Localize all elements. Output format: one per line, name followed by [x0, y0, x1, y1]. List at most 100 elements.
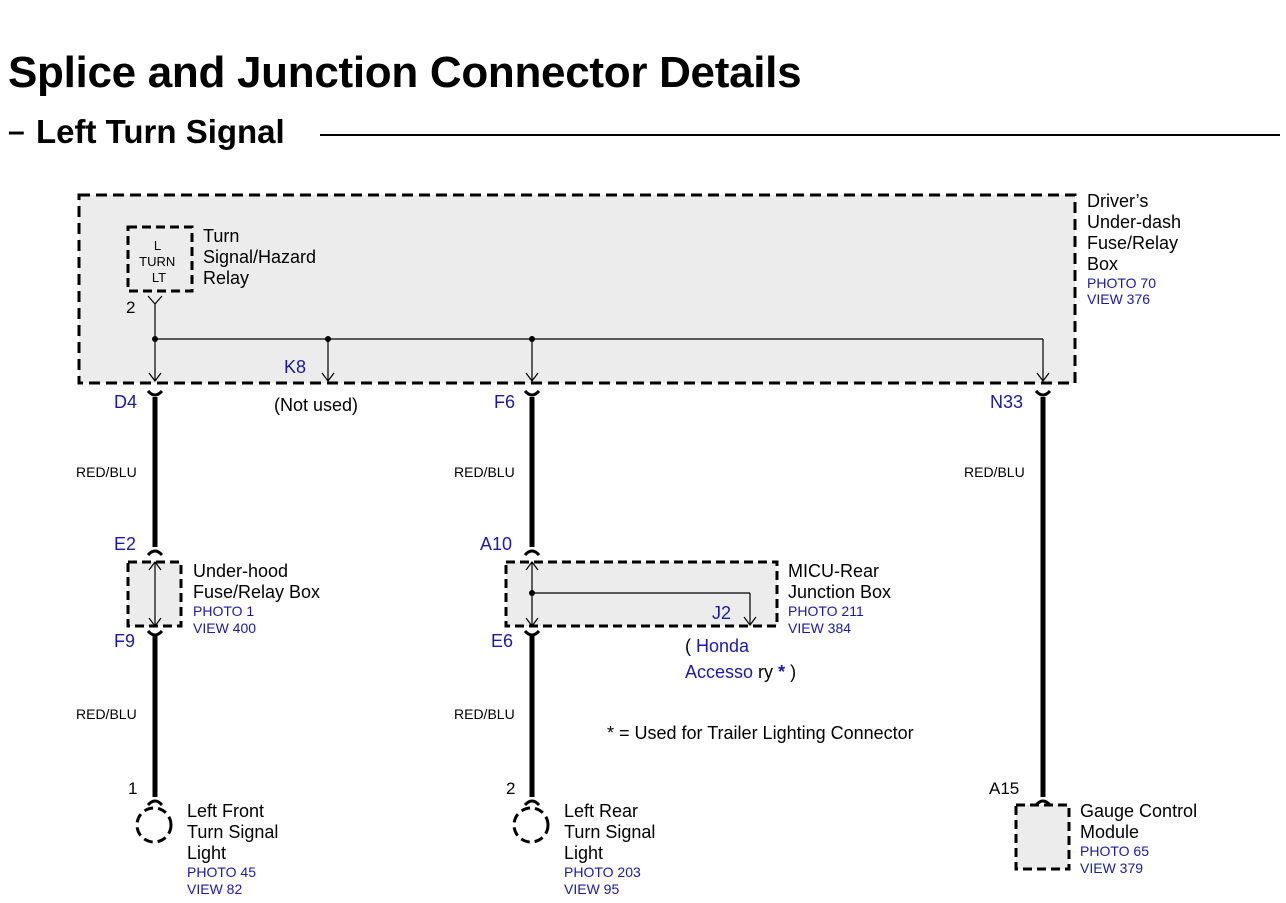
left-rear-pin: 2 [506, 779, 515, 798]
gauge-module[interactable] [1014, 803, 1071, 871]
relay-outline [126, 225, 194, 293]
drivers-box-outline [77, 193, 1077, 385]
terminal-arrow [525, 617, 539, 627]
honda-note-star: * [778, 662, 785, 682]
drivers-box[interactable] [77, 193, 1077, 385]
honda-note-text: Accesso [685, 662, 753, 682]
connector-curve [146, 799, 164, 807]
left-front-light[interactable] [135, 806, 173, 844]
underhood-photo-link[interactable]: PHOTO 1 [193, 603, 254, 619]
terminal-arrow [148, 561, 162, 571]
wire-color-label: RED/BLU [454, 706, 515, 722]
micu-view-link[interactable]: VIEW 384 [788, 620, 851, 636]
wire-color-label: RED/BLU [76, 706, 137, 722]
left-rear-light[interactable] [512, 806, 550, 844]
terminal-label-e6: E6 [491, 631, 513, 651]
connector-curve [523, 389, 541, 397]
left-front-label-line: Light [187, 843, 226, 863]
not-used-note: (Not used) [274, 395, 358, 415]
micu-label-line: Junction Box [788, 582, 891, 602]
wire-color-label: RED/BLU [964, 464, 1025, 480]
drivers-box-view-link[interactable]: VIEW 376 [1087, 291, 1150, 307]
left-front-view-link[interactable]: VIEW 82 [187, 881, 242, 897]
connector-curve [523, 629, 541, 637]
gauge-label-line: Gauge Control [1080, 801, 1197, 821]
left-rear-label-line: Left Rear [564, 801, 638, 821]
terminal-label-j2: J2 [712, 603, 731, 623]
section-title: Left Turn Signal [36, 113, 285, 150]
gauge-pin: A15 [989, 779, 1019, 798]
honda-note-text: Honda [696, 636, 750, 656]
micu-box-label: MICU-Rear Junction Box [788, 561, 891, 602]
relay-label-line: Relay [203, 268, 249, 288]
terminal-arrow [1036, 372, 1050, 382]
drivers-box-label-line: Under-dash [1087, 212, 1181, 232]
terminal-label-f6: F6 [494, 392, 515, 412]
micu-photo-link[interactable]: PHOTO 211 [788, 603, 864, 619]
terminal-arrow [525, 372, 539, 382]
connector-curve [1034, 389, 1052, 397]
left-rear-light-symbol [512, 806, 550, 844]
connector-curve [523, 549, 541, 557]
terminal-arrow [148, 372, 162, 382]
relay-inner-line: LT [152, 270, 166, 285]
section-header: – Left Turn Signal [8, 113, 1280, 153]
left-rear-light-label: Left Rear Turn Signal Light [564, 801, 660, 863]
left-front-pin: 1 [128, 779, 137, 798]
terminal-label-n33: N33 [990, 392, 1023, 412]
terminal-label-e2: E2 [114, 534, 136, 554]
wire-color-label: RED/BLU [454, 464, 515, 480]
honda-note-paren: ) [790, 662, 796, 682]
splice-point [152, 336, 158, 342]
left-front-label-line: Turn Signal [187, 822, 278, 842]
relay-inner-line: TURN [139, 254, 175, 269]
page-title: Splice and Junction Connector Details [8, 48, 802, 97]
relay-pin-label: 2 [126, 298, 135, 317]
left-front-light-label: Left Front Turn Signal Light [187, 801, 283, 863]
left-front-light-symbol [135, 806, 173, 844]
connector-curve [146, 629, 164, 637]
terminal-arrow [321, 372, 335, 382]
micu-box-outline [504, 560, 779, 628]
gauge-module-label: Gauge Control Module [1080, 801, 1202, 842]
left-front-label-line: Left Front [187, 801, 264, 821]
relay-label-line: Turn [203, 226, 239, 246]
underhood-label-line: Fuse/Relay Box [193, 582, 320, 602]
section-dash: – [8, 115, 25, 148]
relay-label: Turn Signal/Hazard Relay [203, 226, 321, 288]
wire-color-label: RED/BLU [76, 464, 137, 480]
terminal-arrow [525, 561, 539, 571]
footnote: * = Used for Trailer Lighting Connector [607, 723, 914, 743]
honda-accessory-note: ( Honda Accesso ry * ) [685, 636, 796, 682]
micu-box[interactable] [504, 560, 779, 628]
terminal-label-f9: F9 [114, 631, 135, 651]
underhood-label-line: Under-hood [193, 561, 288, 581]
connector-curve [146, 549, 164, 557]
relay-label-line: Signal/Hazard [203, 247, 316, 267]
left-rear-label-line: Turn Signal [564, 822, 655, 842]
left-rear-label-line: Light [564, 843, 603, 863]
terminal-label-d4: D4 [114, 392, 137, 412]
terminal-label-a10: A10 [480, 534, 512, 554]
section-rule [320, 134, 1280, 136]
gauge-view-link[interactable]: VIEW 379 [1080, 860, 1143, 876]
drivers-box-label-line: Fuse/Relay [1087, 233, 1178, 253]
drivers-box-photo-link[interactable]: PHOTO 70 [1087, 275, 1156, 291]
left-rear-view-link[interactable]: VIEW 95 [564, 881, 619, 897]
relay-inner-label: L TURN LT [139, 238, 179, 285]
left-front-photo-link[interactable]: PHOTO 45 [187, 864, 256, 880]
relay-inner-line: L [154, 238, 161, 253]
terminal-label-k8: K8 [284, 357, 306, 377]
connector-curve [146, 389, 164, 397]
drivers-box-label-line: Driver’s [1087, 191, 1148, 211]
gauge-photo-link[interactable]: PHOTO 65 [1080, 843, 1149, 859]
relay[interactable] [126, 225, 194, 293]
gauge-module-outline [1014, 803, 1071, 871]
underhood-view-link[interactable]: VIEW 400 [193, 620, 256, 636]
terminal-arrow [743, 616, 757, 626]
underhood-box-label: Under-hood Fuse/Relay Box [193, 561, 320, 602]
gauge-label-line: Module [1080, 822, 1139, 842]
drivers-box-label: Driver’s Under-dash Fuse/Relay Box [1087, 191, 1186, 274]
left-rear-photo-link[interactable]: PHOTO 203 [564, 864, 641, 880]
